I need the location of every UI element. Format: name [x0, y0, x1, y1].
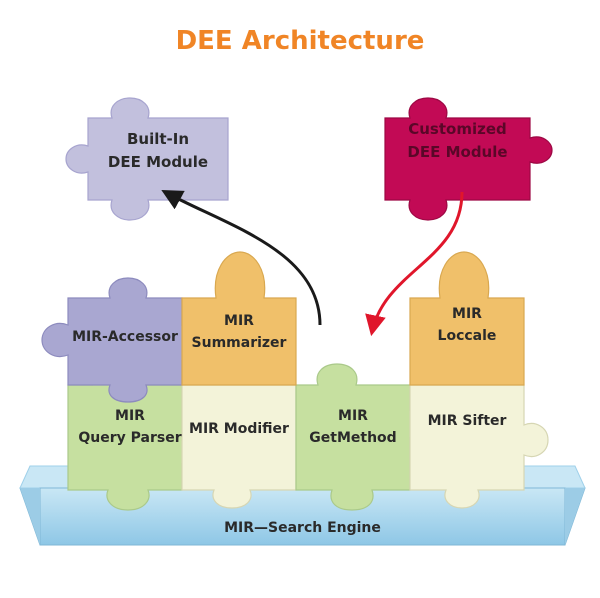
modifier-label: MIR Modifier: [189, 421, 289, 437]
summarizer-piece: [181, 251, 297, 386]
from-customized-arrow: [365, 191, 464, 337]
built-in-module-piece: [65, 97, 229, 221]
locale-piece: [409, 251, 525, 386]
diagram-title: DEE Architecture: [175, 26, 425, 56]
sifter-piece: [409, 384, 549, 509]
modifier-piece: [181, 384, 297, 509]
to-built-in-arrow: [161, 189, 322, 326]
customized-module-piece: [384, 97, 553, 221]
accessor-label: MIR-Accessor: [72, 329, 178, 345]
sifter-label: MIR Sifter: [427, 413, 507, 429]
search-engine-label: MIR—Search Engine: [224, 520, 381, 536]
